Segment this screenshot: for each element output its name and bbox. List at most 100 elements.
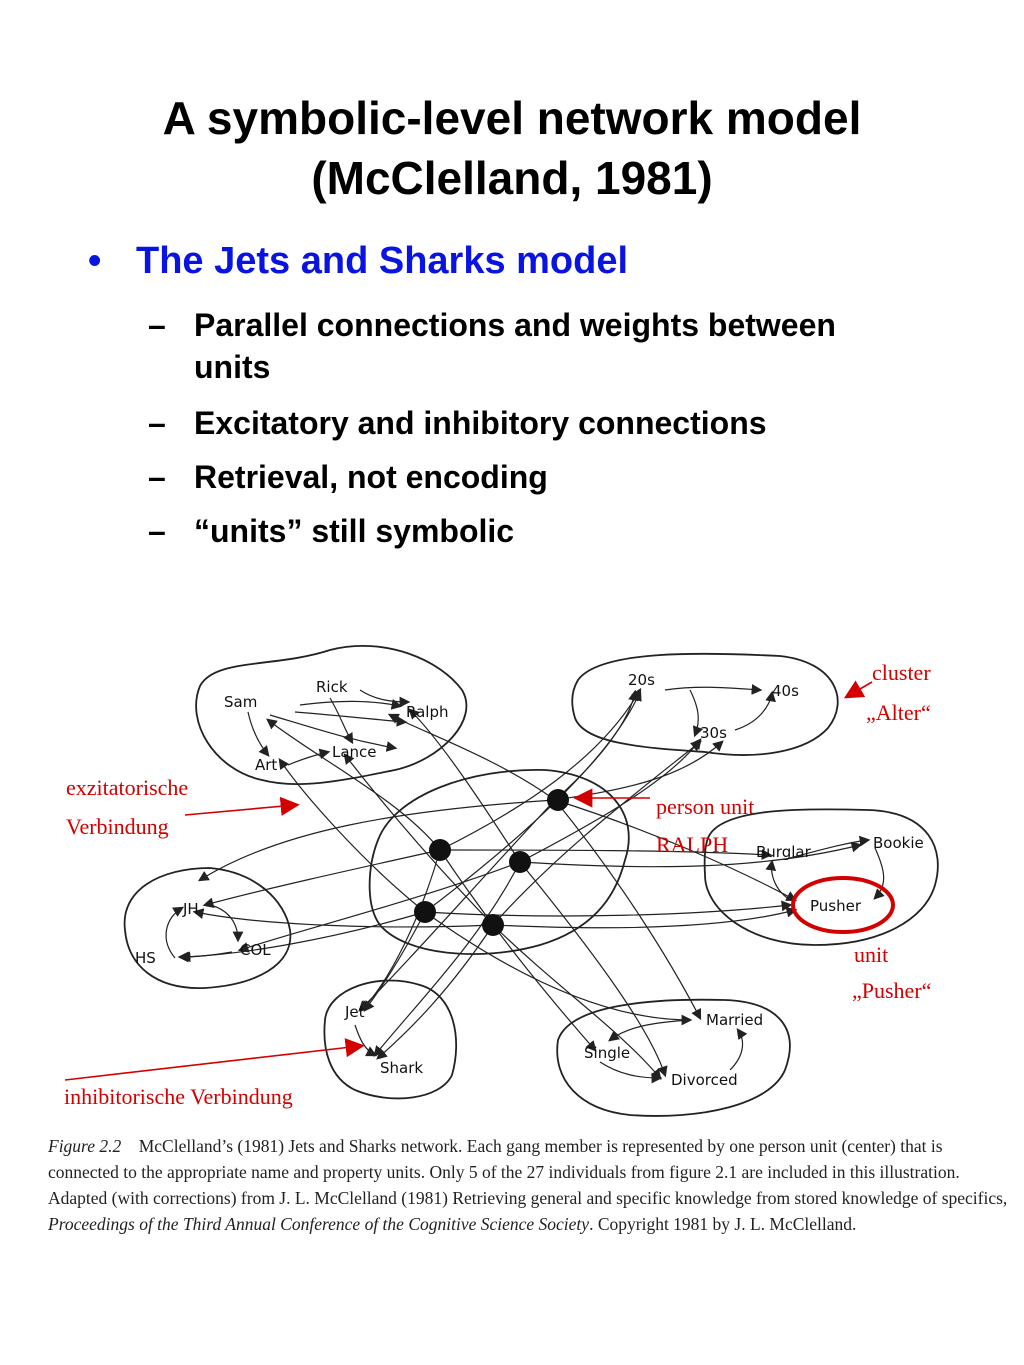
bullet-dot-icon: • xyxy=(88,240,102,282)
dash-icon: – xyxy=(148,307,166,343)
caption-source: Proceedings of the Third Annual Conferen… xyxy=(48,1214,590,1234)
unit-label-20s: 20s xyxy=(628,671,655,689)
connection-line xyxy=(519,861,668,1078)
inhibitory-arrow xyxy=(64,1038,365,1081)
connection-line xyxy=(359,689,411,708)
connection-line xyxy=(519,841,863,868)
unit-label-rick: Rick xyxy=(316,678,348,696)
main-bullet-text: The Jets and Sharks model xyxy=(136,240,629,282)
connection-line xyxy=(269,714,398,752)
excitatory-label: exzitatorische xyxy=(66,775,188,800)
connection-line xyxy=(209,904,244,943)
unit-label-lance: Lance xyxy=(332,743,377,761)
caption-copyright: . Copyright 1981 by J. L. McClelland. xyxy=(589,1214,857,1234)
connection-line xyxy=(789,835,871,859)
connection-line xyxy=(492,924,662,1080)
dash-icon: – xyxy=(148,459,166,495)
cluster-age-outline xyxy=(571,652,839,756)
cluster-names-outline xyxy=(195,645,468,785)
connection-line xyxy=(237,861,521,953)
connection-line xyxy=(729,1028,748,1071)
figure-label: Figure 2.2 xyxy=(48,1136,122,1156)
connection-line xyxy=(197,799,556,882)
figure-caption: Figure 2.2 McClelland’s (1981) Jets and … xyxy=(48,1133,1008,1237)
person-unit xyxy=(482,914,504,936)
caption-text: McClelland’s (1981) Jets and Sharks netw… xyxy=(48,1136,1008,1208)
unit-label-single: Single xyxy=(584,1044,630,1062)
unit-label-art: Art xyxy=(255,756,277,774)
connection-line xyxy=(424,911,693,1026)
connection-line xyxy=(373,861,521,1057)
connection-line xyxy=(439,849,773,860)
unit-label-burglar: Burglar xyxy=(756,843,812,861)
connection-line xyxy=(329,697,354,745)
connection-line xyxy=(360,849,441,1012)
connection-line xyxy=(664,684,763,695)
sub-bullet-text: “units” still symbolic xyxy=(194,513,515,549)
connection-line xyxy=(387,713,556,801)
cluster-education-outline xyxy=(123,867,292,989)
connection-line xyxy=(439,687,642,851)
sub-bullet-text: Excitatory and inhibitory connections xyxy=(194,405,767,441)
dash-icon: – xyxy=(148,513,166,549)
person-unit-label: person unit xyxy=(656,794,754,819)
unit-annotation-name-label: „Pusher“ xyxy=(852,978,931,1003)
connection-line xyxy=(554,799,798,902)
connection-line xyxy=(765,859,791,901)
connection-line xyxy=(608,1019,691,1042)
person-unit-ralph xyxy=(547,789,569,811)
unit-label-40s: 40s xyxy=(772,682,799,700)
connection-line xyxy=(734,690,776,731)
connection-line xyxy=(165,906,185,959)
cluster-arrow xyxy=(843,680,873,699)
cluster-gang-outline xyxy=(323,979,458,1100)
title-line-1: A symbolic-level network model xyxy=(162,92,862,144)
connection-line xyxy=(266,718,441,851)
connection-line xyxy=(287,748,331,766)
connection-line xyxy=(179,911,426,963)
connection-line xyxy=(689,689,704,738)
excitatory-label-2: Verbindung xyxy=(66,814,169,839)
unit-label-shark: Shark xyxy=(380,1059,423,1077)
cluster-outlines xyxy=(123,645,939,1117)
unit-label-30s: 30s xyxy=(700,724,727,742)
connection-line xyxy=(343,753,494,926)
dash-icon: – xyxy=(148,405,166,441)
sub-bullet-text: Retrieval, not encoding xyxy=(194,459,548,495)
cluster-name-label: „Alter“ xyxy=(866,700,931,725)
unit-labels: Sam Rick Ralph Art Lance 20s 40s 30s JH … xyxy=(135,671,924,1089)
connection-line xyxy=(519,738,702,863)
connection-line xyxy=(408,708,521,863)
person-unit xyxy=(429,839,451,861)
cluster-label: cluster xyxy=(872,660,931,685)
connection-line xyxy=(354,1024,378,1057)
connection-line xyxy=(202,849,441,909)
unit-label-divorced: Divorced xyxy=(671,1071,738,1089)
connection-line xyxy=(599,1061,663,1084)
connection-line xyxy=(247,711,270,757)
connection-line xyxy=(492,906,798,929)
connection-line xyxy=(492,740,702,926)
person-units xyxy=(414,789,569,936)
unit-label-sam: Sam xyxy=(224,693,257,711)
pusher-highlight-circle xyxy=(791,876,895,934)
unit-annotation-label: unit xyxy=(854,942,888,967)
connection-line xyxy=(278,758,426,913)
unit-label-jh: JH xyxy=(182,900,199,918)
unit-label-bookie: Bookie xyxy=(873,834,924,852)
connection-line xyxy=(424,900,793,917)
title-line-2: (McClelland, 1981) xyxy=(311,152,713,204)
annotation-arrows xyxy=(64,680,873,1081)
jets-sharks-network-diagram: Sam Rick Ralph Art Lance 20s 40s 30s JH … xyxy=(64,645,939,1117)
excitatory-arrow xyxy=(184,796,300,816)
connection-line xyxy=(376,924,494,1060)
network-connections xyxy=(165,684,885,1084)
person-unit-name-label: RALPH xyxy=(656,832,728,857)
unit-label-col: COL xyxy=(240,941,271,959)
connection-line xyxy=(294,711,408,727)
cluster-marital-outline xyxy=(556,998,791,1117)
sub-bullet-text: Parallel connections and weights between… xyxy=(194,307,836,385)
annotation-labels: cluster „Alter“ exzitatorische Verbindun… xyxy=(64,660,931,1109)
unit-label-married: Married xyxy=(706,1011,763,1029)
cluster-occupation-outline xyxy=(703,808,939,946)
